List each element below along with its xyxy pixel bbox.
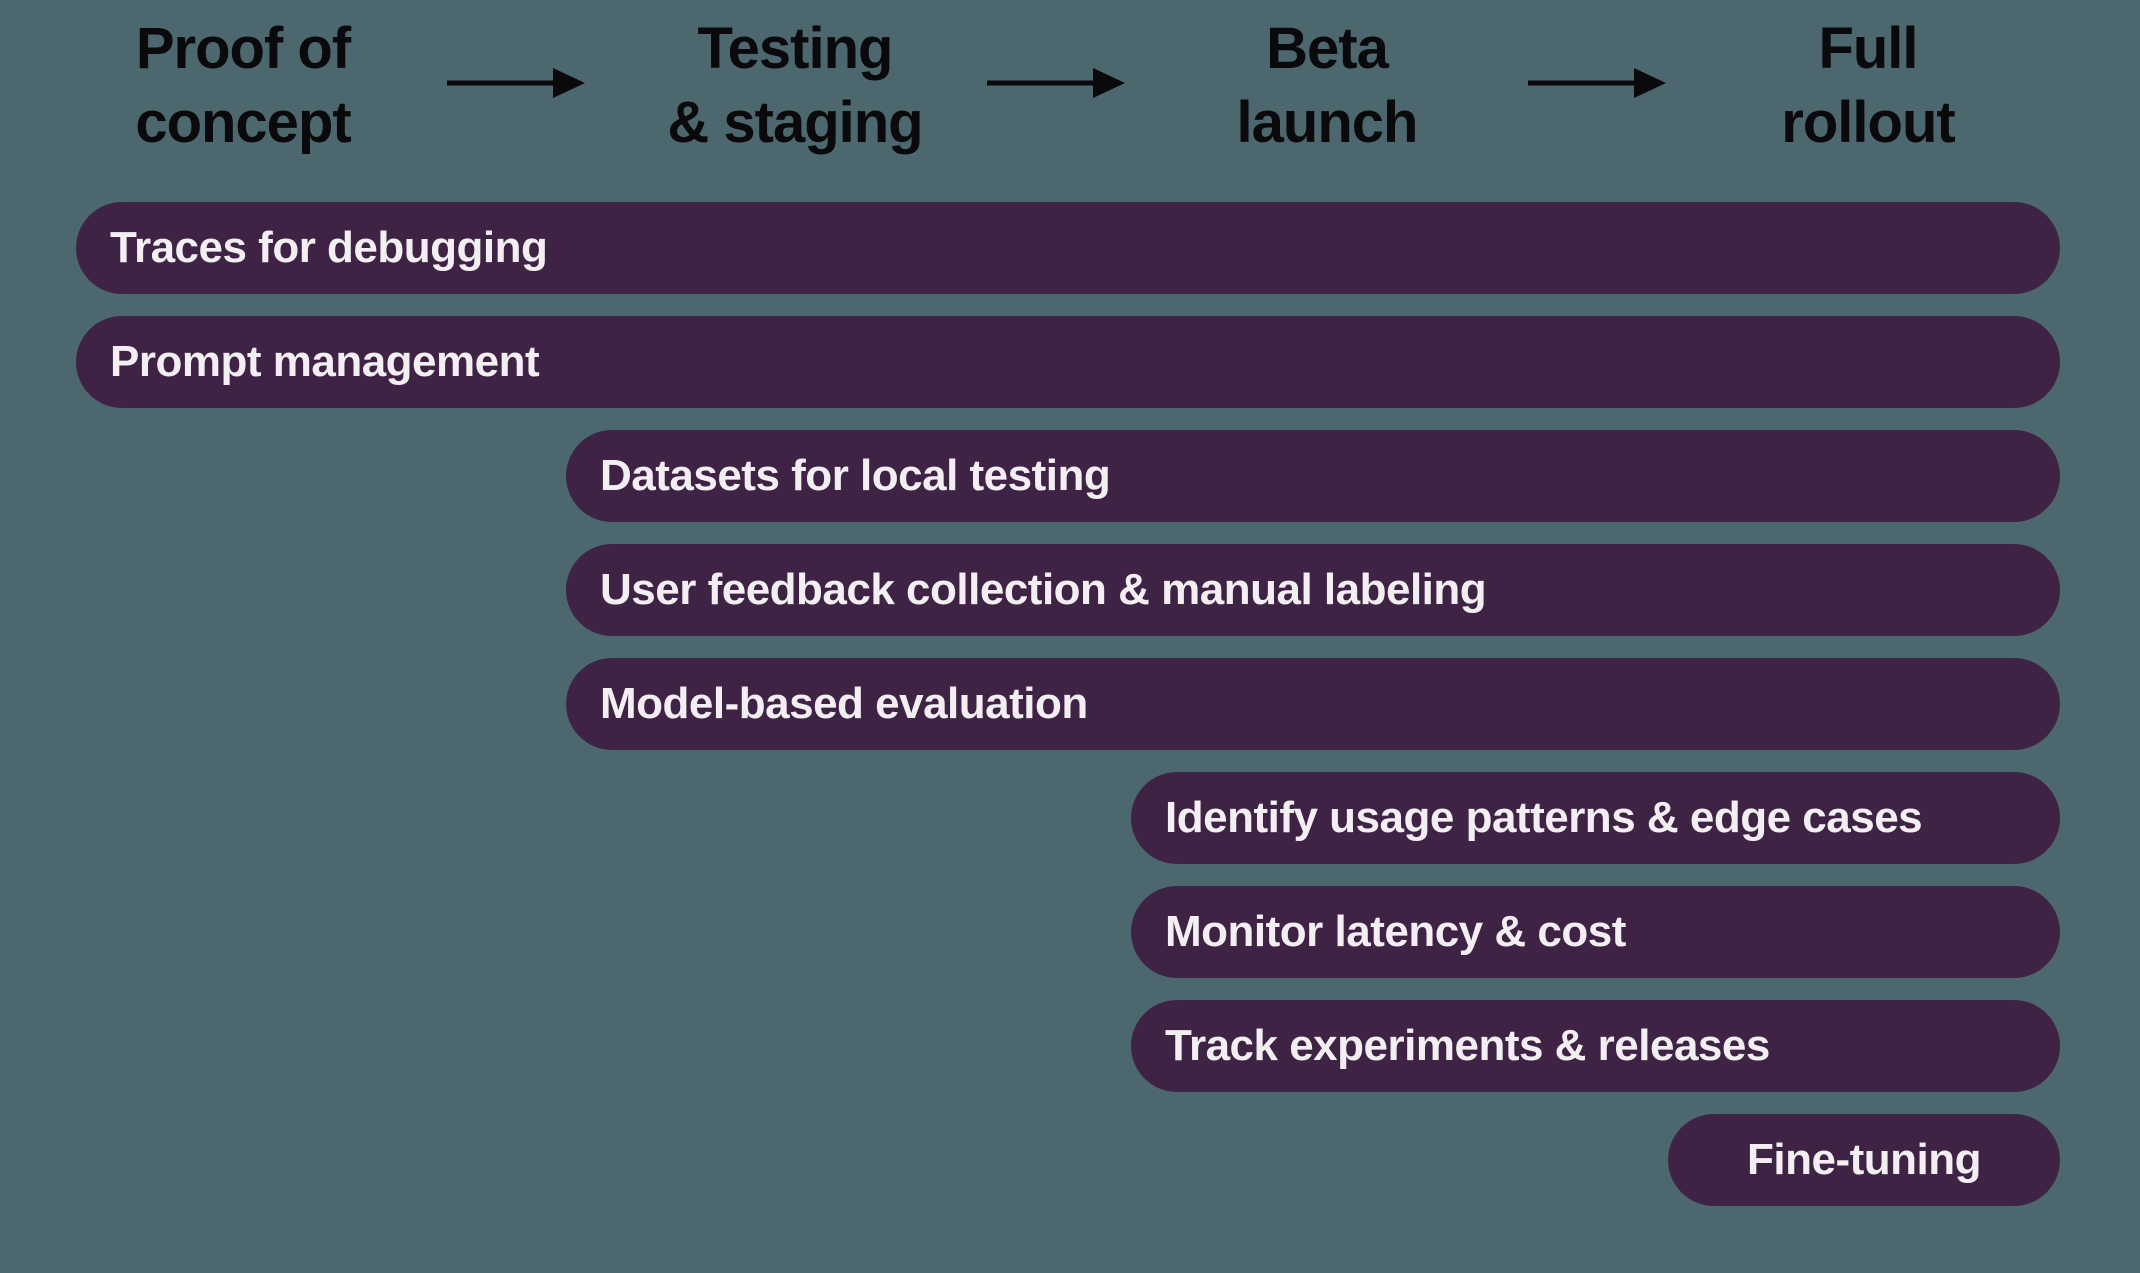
stage-label-line2: rollout <box>1781 90 1955 155</box>
bar-track-experiments-releases: Track experiments & releases <box>1131 1000 2060 1092</box>
stage-label-line1: Beta <box>1266 16 1389 81</box>
bar-label: Fine-tuning <box>1747 1135 1982 1184</box>
stage-proof-of-concept: Proof of concept <box>43 12 443 160</box>
bar-datasets-for-local-testing: Datasets for local testing <box>566 430 2060 522</box>
stage-label-line2: launch <box>1236 90 1419 155</box>
bar-traces-for-debugging: Traces for debugging <box>76 202 2060 294</box>
bar-label: Monitor latency & cost <box>1165 907 1626 956</box>
stage-full-rollout: Full rollout <box>1668 12 2068 160</box>
right-arrow-icon <box>1528 68 1666 98</box>
bar-fine-tuning: Fine-tuning <box>1668 1114 2060 1206</box>
bar-label: Identify usage patterns & edge cases <box>1165 793 1923 842</box>
stage-label-line1: Proof of <box>135 16 351 81</box>
bar-label: User feedback collection & manual labeli… <box>600 565 1487 614</box>
stage-label-line1: Testing <box>697 16 894 81</box>
stage-beta-launch: Beta launch <box>1127 12 1527 160</box>
right-arrow-icon <box>987 68 1125 98</box>
bar-label: Prompt management <box>110 337 540 386</box>
bar-label: Datasets for local testing <box>600 451 1111 500</box>
bar-label: Model-based evaluation <box>600 679 1088 728</box>
bar-label: Track experiments & releases <box>1165 1021 1770 1070</box>
stage-label-line1: Full <box>1818 16 1918 81</box>
bar-identify-usage-patterns: Identify usage patterns & edge cases <box>1131 772 2060 864</box>
bar-monitor-latency-cost: Monitor latency & cost <box>1131 886 2060 978</box>
bar-prompt-management: Prompt management <box>76 316 2060 408</box>
stage-testing-staging: Testing & staging <box>595 12 995 160</box>
right-arrow-icon <box>447 68 585 98</box>
bar-label: Traces for debugging <box>110 223 548 272</box>
stage-label-line2: concept <box>135 90 351 155</box>
stage-label-line2: & staging <box>667 90 923 155</box>
bar-user-feedback-collection: User feedback collection & manual labeli… <box>566 544 2060 636</box>
bar-model-based-evaluation: Model-based evaluation <box>566 658 2060 750</box>
